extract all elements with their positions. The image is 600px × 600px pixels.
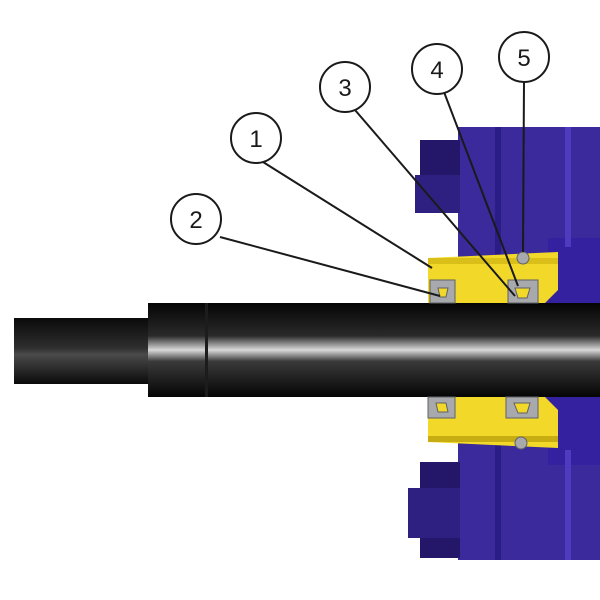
callout-label-4: 4 bbox=[430, 57, 443, 84]
seal-upper-wiper bbox=[429, 279, 456, 304]
housing-lower-edge-2 bbox=[565, 450, 571, 560]
callout-2: 2 bbox=[170, 193, 222, 245]
housing-lower-bolt bbox=[420, 538, 460, 558]
gland-upper-shade bbox=[428, 258, 558, 264]
rod-step-edge bbox=[205, 303, 208, 397]
seal-lower-rod bbox=[505, 396, 539, 419]
housing-upper-bolt bbox=[420, 140, 460, 175]
piston-rod bbox=[14, 303, 600, 397]
callout-5: 5 bbox=[498, 31, 550, 83]
leader-line-3 bbox=[354, 109, 516, 297]
callout-4: 4 bbox=[411, 43, 463, 95]
leader-lines bbox=[219, 81, 525, 297]
leader-line-2 bbox=[219, 236, 441, 297]
leader-line-1 bbox=[262, 161, 433, 269]
leader-line-4 bbox=[443, 91, 519, 287]
housing-lower-edge bbox=[495, 395, 501, 560]
callout-label-1: 1 bbox=[249, 126, 262, 153]
callout-label-2: 2 bbox=[189, 207, 202, 234]
callout-3: 3 bbox=[319, 61, 371, 113]
callout-label-3: 3 bbox=[338, 75, 351, 102]
leader-line-5 bbox=[522, 81, 525, 253]
seal-lower-o-ring bbox=[514, 436, 528, 450]
gland-upper bbox=[428, 252, 558, 303]
seal-lower-wiper bbox=[427, 396, 456, 419]
seals bbox=[427, 251, 539, 450]
housing-upper-edge-2 bbox=[565, 127, 571, 247]
gland-lower bbox=[428, 397, 558, 448]
callout-label-5: 5 bbox=[517, 45, 530, 72]
housing-upper-edge bbox=[495, 127, 501, 305]
callout-1: 1 bbox=[230, 112, 282, 164]
seal-upper-rod bbox=[507, 279, 539, 304]
rod-small-section bbox=[14, 318, 154, 384]
housing-lower-flange bbox=[408, 488, 460, 538]
gland bbox=[428, 252, 558, 448]
rod-large-section bbox=[148, 303, 600, 397]
seal-upper-o-ring bbox=[516, 251, 530, 265]
gland-lower-shade bbox=[428, 436, 558, 442]
housing-lower-bolt-top bbox=[420, 462, 460, 488]
